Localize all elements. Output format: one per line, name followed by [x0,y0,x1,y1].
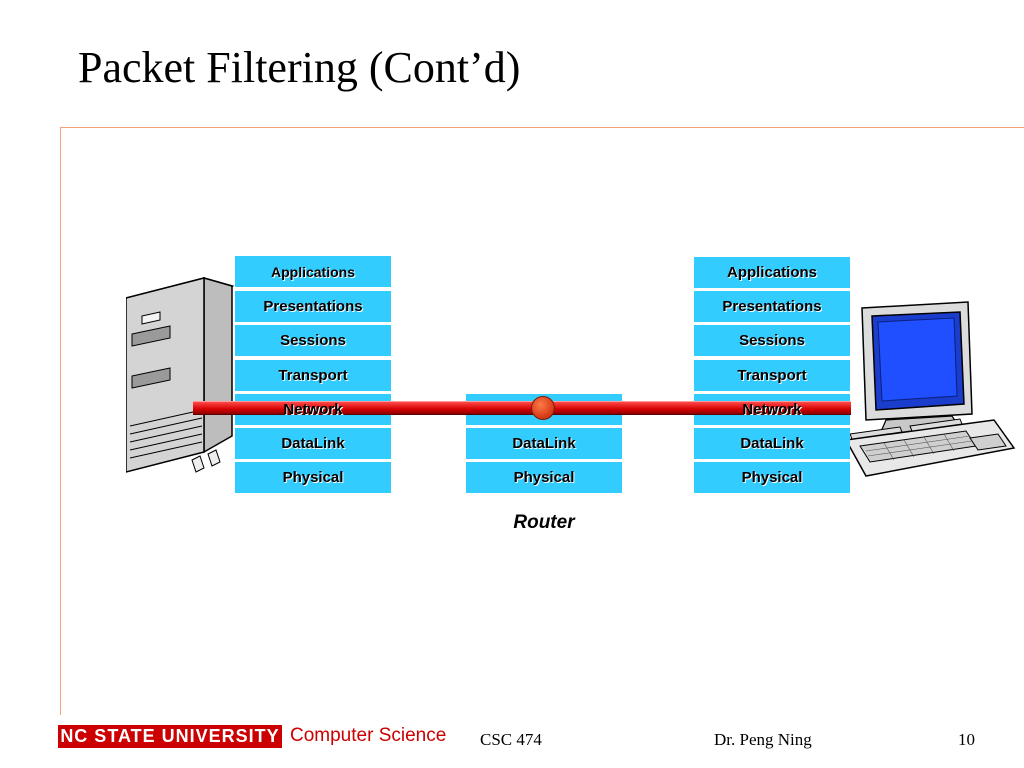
accent-line-left [60,127,61,715]
host-layer-transport: Transport [235,360,391,391]
accent-line-top [60,127,1024,128]
router-layer-physical: Physical [466,462,622,493]
client-layer-applications: Applications [694,257,850,288]
router-layer-datalink: DataLink [466,428,622,459]
host-layer-applications: Applications [235,256,391,287]
router-label: Router [513,512,575,533]
host-layer-physical: Physical [235,462,391,493]
host-layer-presentations: Presentations [235,291,391,322]
slide-title: Packet Filtering (Cont’d) [78,43,521,92]
desktop-computer-icon [844,301,1016,477]
client-network-label-overlay: Network [742,401,802,418]
server-tower-icon [126,277,234,473]
client-layer-presentations: Presentations [694,291,850,322]
host-network-label-overlay: Network [283,401,343,418]
author-name: Dr. Peng Ning [714,730,812,749]
network-link-bar [193,401,851,415]
client-layer-physical: Physical [694,462,850,493]
page-number: 10 [958,730,975,749]
host-layer-sessions: Sessions [235,325,391,356]
client-layer-datalink: DataLink [694,428,850,459]
department-name: Computer Science [290,725,447,746]
host-layer-datalink: DataLink [235,428,391,459]
client-layer-transport: Transport [694,360,850,391]
router-point-icon [531,396,555,420]
client-layer-sessions: Sessions [694,325,850,356]
course-code: CSC 474 [480,730,542,749]
university-logo: NC STATE UNIVERSITY [58,725,282,748]
